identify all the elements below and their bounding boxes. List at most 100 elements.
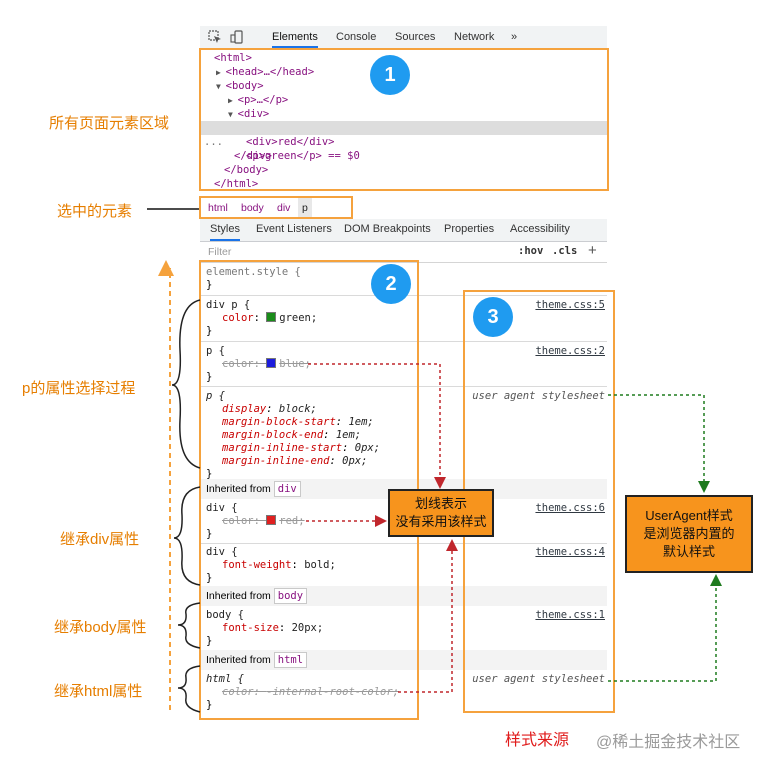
rule-close-brace: } bbox=[206, 699, 213, 711]
green-arrow-ua-p bbox=[608, 394, 710, 493]
tree-line-div-red[interactable]: <div>red</div> bbox=[246, 136, 335, 148]
decl-margin-inline-start[interactable]: margin-inline-start: 0px; bbox=[222, 442, 381, 454]
tree-line-html[interactable]: <html> bbox=[214, 52, 252, 64]
tab-properties[interactable]: Properties bbox=[444, 223, 495, 235]
inherited-tag-div[interactable]: div bbox=[273, 481, 301, 497]
source-link-theme-css-1[interactable]: theme.css:1 bbox=[535, 609, 605, 621]
new-style-rule-button[interactable]: + bbox=[588, 242, 597, 259]
tree-line-selected-p[interactable]: ... <p>green</p> == $0 bbox=[200, 121, 607, 162]
source-link-theme-css-6[interactable]: theme.css:6 bbox=[535, 502, 605, 514]
decl-color-root-overridden[interactable]: color: -internal-root-color; bbox=[222, 686, 400, 698]
decl-font-size[interactable]: font-size: 20px; bbox=[222, 622, 324, 634]
source-link-theme-css-2[interactable]: theme.css:2 bbox=[535, 345, 605, 357]
tree-line-p[interactable]: ▶ <p>…</p> bbox=[228, 94, 289, 106]
source-user-agent-stylesheet: user agent stylesheet bbox=[472, 390, 605, 402]
rule-html-ua-selector[interactable]: html { bbox=[206, 673, 244, 685]
rule-close-brace: } bbox=[206, 279, 213, 291]
collapse-triangle-icon[interactable]: ▼ bbox=[216, 82, 226, 91]
tab-network[interactable]: Network bbox=[454, 31, 495, 43]
rule-separator bbox=[200, 341, 607, 342]
tree-line-body[interactable]: ▼ <body> bbox=[216, 80, 264, 92]
rule-div-p-selector[interactable]: div p { bbox=[206, 299, 251, 311]
decl-color-red-overridden[interactable]: color: red; bbox=[222, 515, 305, 527]
red-arrow-from-blue bbox=[308, 363, 446, 489]
tree-line-head[interactable]: ▶ <head>…</head> bbox=[216, 66, 315, 78]
rule-body-selector[interactable]: body { bbox=[206, 609, 244, 621]
tab-styles[interactable]: Styles bbox=[210, 219, 240, 241]
styles-filter-bar: Filter :hov .cls + bbox=[200, 242, 607, 263]
ellipsis-icon[interactable]: ... bbox=[204, 136, 223, 148]
badge-1: 1 bbox=[370, 55, 410, 95]
decl-font-weight[interactable]: font-weight: bold; bbox=[222, 559, 336, 571]
class-toggle[interactable]: .cls bbox=[552, 245, 578, 257]
rule-separator bbox=[200, 543, 607, 544]
rule-div-bold-selector[interactable]: div { bbox=[206, 546, 238, 558]
tree-line-html-close[interactable]: </html> bbox=[214, 178, 259, 190]
collapse-triangle-icon[interactable]: ▼ bbox=[228, 110, 238, 119]
color-swatch-blue[interactable] bbox=[266, 358, 277, 368]
rule-close-brace: } bbox=[206, 371, 213, 383]
annotation-selected-element: 选中的元素 bbox=[57, 203, 133, 220]
rule-p-selector[interactable]: p { bbox=[206, 345, 225, 357]
annotation-inherit-html: 继承html属性 bbox=[54, 683, 143, 700]
breadcrumb-html[interactable]: html bbox=[208, 202, 228, 214]
badge-3: 3 bbox=[473, 297, 513, 337]
decl-color-green[interactable]: color: green; bbox=[222, 312, 318, 324]
rule-close-brace: } bbox=[206, 528, 213, 540]
red-arrow-from-root bbox=[398, 539, 458, 693]
breadcrumb-highlight-box bbox=[199, 196, 353, 219]
tree-line-div-close[interactable]: </div> bbox=[234, 150, 272, 162]
tab-dom-breakpoints[interactable]: DOM Breakpoints bbox=[344, 223, 431, 235]
tree-line-body-close[interactable]: </body> bbox=[224, 164, 269, 176]
decl-display[interactable]: display: block; bbox=[222, 403, 317, 415]
note-strike-meaning: 划线表示 没有采用该样式 bbox=[388, 489, 494, 537]
tab-accessibility[interactable]: Accessibility bbox=[510, 223, 570, 235]
rule-div-selector[interactable]: div { bbox=[206, 502, 238, 514]
devtools-tab-bar: Elements Console Sources Network » bbox=[200, 26, 607, 49]
rule-element-style-selector[interactable]: element.style { bbox=[206, 266, 301, 278]
dom-tree: <html> ▶ <head>…</head> ▼ <body> ▶ <p>…<… bbox=[200, 48, 607, 191]
brace-p bbox=[171, 299, 201, 469]
brace-body bbox=[177, 602, 201, 649]
annotation-inherit-body: 继承body属性 bbox=[54, 619, 147, 636]
rule-separator bbox=[200, 386, 607, 387]
annotation-inherit-div: 继承div属性 bbox=[60, 531, 140, 548]
source-link-theme-css-4[interactable]: theme.css:4 bbox=[535, 546, 605, 558]
rule-close-brace: } bbox=[206, 325, 213, 337]
expand-triangle-icon[interactable]: ▶ bbox=[228, 96, 238, 105]
source-user-agent-stylesheet: user agent stylesheet bbox=[472, 673, 605, 685]
color-swatch-green[interactable] bbox=[266, 312, 277, 322]
rule-close-brace: } bbox=[206, 468, 213, 480]
hover-state-toggle[interactable]: :hov bbox=[518, 245, 544, 257]
tree-line-div[interactable]: ▼ <div> bbox=[228, 108, 270, 120]
more-tabs-button[interactable]: » bbox=[511, 31, 518, 43]
decl-color-blue-overridden[interactable]: color: blue; bbox=[222, 358, 311, 370]
device-toolbar-icon[interactable] bbox=[230, 30, 244, 44]
decl-margin-block-end[interactable]: margin-block-end: 1em; bbox=[222, 429, 362, 441]
decl-margin-inline-end[interactable]: margin-inline-end: 0px; bbox=[222, 455, 368, 467]
rule-p-ua-selector[interactable]: p { bbox=[206, 390, 225, 402]
breadcrumb-body[interactable]: body bbox=[241, 202, 264, 214]
annotation-p-process: p的属性选择过程 bbox=[22, 380, 136, 397]
decl-margin-block-start[interactable]: margin-block-start: 1em; bbox=[222, 416, 374, 428]
inherited-tag-body[interactable]: body bbox=[273, 588, 308, 604]
inspect-element-icon[interactable] bbox=[208, 30, 222, 44]
rule-close-brace: } bbox=[206, 572, 213, 584]
tab-sources[interactable]: Sources bbox=[395, 31, 436, 43]
breadcrumb-div[interactable]: div bbox=[277, 202, 291, 214]
source-link-theme-css-5[interactable]: theme.css:5 bbox=[535, 299, 605, 311]
breadcrumb-p[interactable]: p bbox=[298, 198, 312, 218]
color-swatch-red[interactable] bbox=[266, 515, 277, 525]
expand-triangle-icon[interactable]: ▶ bbox=[216, 68, 226, 77]
tab-console[interactable]: Console bbox=[336, 31, 377, 43]
tab-elements[interactable]: Elements bbox=[272, 26, 318, 48]
tab-event-listeners[interactable]: Event Listeners bbox=[256, 223, 332, 235]
inherited-tag-html[interactable]: html bbox=[273, 652, 308, 668]
green-arrow-ua-html bbox=[608, 574, 722, 682]
brace-html bbox=[177, 665, 201, 713]
filter-input[interactable]: Filter bbox=[208, 246, 232, 258]
watermark: @稀土掘金技术社区 bbox=[596, 734, 741, 751]
